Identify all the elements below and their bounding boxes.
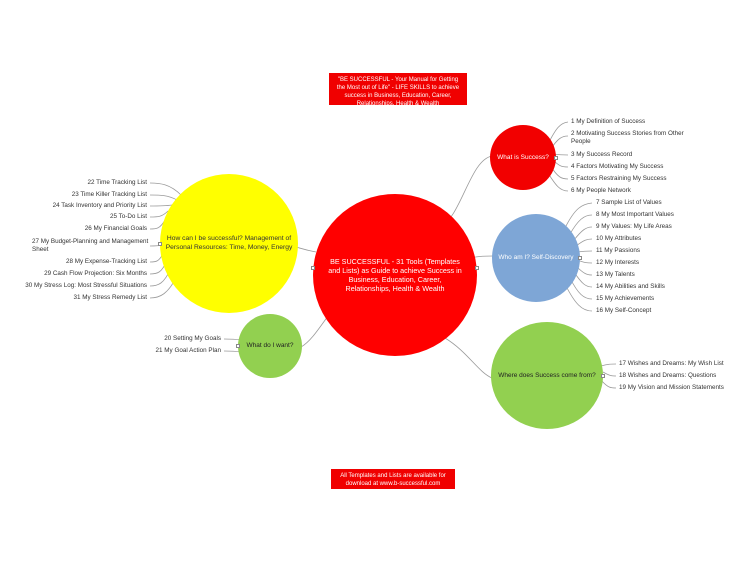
- list-item[interactable]: 5 Factors Restraining My Success: [571, 175, 667, 182]
- list-item[interactable]: 22 Time Tracking List: [87, 179, 148, 186]
- list-item[interactable]: 11 My Passions: [596, 247, 640, 254]
- list-item[interactable]: 16 My Self-Concept: [596, 307, 652, 314]
- footer-banner: All Templates and Lists are available fo…: [331, 469, 455, 489]
- list-item[interactable]: 15 My Achievements: [596, 295, 655, 302]
- list-item[interactable]: 2 Motivating Success Stories from Other …: [571, 130, 684, 145]
- list-item[interactable]: 13 My Talents: [596, 271, 635, 278]
- topic-what-do-i-want[interactable]: What do I want?: [238, 314, 302, 378]
- topic-where-does-success-come-from-label: Where does Success come from?: [498, 371, 596, 379]
- center-topic-label: BE SUCCESSFUL - 31 Tools (Templates and …: [328, 257, 462, 293]
- collapse-toggle-who-am-i[interactable]: [578, 256, 582, 260]
- topic-what-do-i-want-label: What do I want?: [246, 342, 294, 349]
- collapse-toggle-what-do-i-want[interactable]: [236, 344, 240, 348]
- list-item[interactable]: 25 To-Do List: [110, 213, 147, 220]
- list-item[interactable]: 27 My Budget-Planning and Management She…: [32, 238, 149, 253]
- list-item[interactable]: 19 My Vision and Mission Statements: [619, 384, 724, 391]
- list-item[interactable]: 29 Cash Flow Projection: Six Months: [44, 270, 147, 277]
- connector-growth-leaves: [600, 363, 617, 389]
- center-topic[interactable]: BE SUCCESSFUL - 31 Tools (Templates and …: [313, 194, 477, 356]
- list-item[interactable]: 31 My Stress Remedy List: [73, 294, 148, 301]
- list-item[interactable]: 14 My Abilities and Skills: [596, 283, 665, 290]
- connector-center-want: [300, 315, 329, 348]
- list-item[interactable]: 23 Time Killer Tracking List: [71, 191, 147, 198]
- topic-what-is-success-label: What is Success?: [497, 153, 549, 161]
- list-item[interactable]: 7 Sample List of Values: [596, 199, 662, 206]
- collapse-toggle-center-right[interactable]: [475, 266, 479, 270]
- list-item[interactable]: 10 My Attributes: [596, 235, 642, 242]
- list-item[interactable]: 21 My Goal Action Plan: [155, 347, 221, 354]
- topic-how-can-i-be-successful[interactable]: How can I be successful? Management of P…: [160, 174, 298, 313]
- list-item[interactable]: 26 My Financial Goals: [84, 225, 147, 232]
- topic-who-am-i[interactable]: Who am I? Self-Discovery: [492, 214, 580, 302]
- connector-center-growth: [444, 337, 493, 379]
- list-item[interactable]: 28 My Expense-Tracking List: [66, 258, 147, 265]
- list-item[interactable]: 3 My Success Record: [571, 151, 633, 158]
- collapse-toggle-how-can-i[interactable]: [158, 242, 162, 246]
- list-item[interactable]: 1 My Definition of Success: [571, 118, 646, 125]
- list-item[interactable]: 20 Setting My Goals: [164, 335, 221, 342]
- topic-where-does-success-come-from[interactable]: Where does Success come from?: [491, 322, 603, 429]
- topic-what-is-success[interactable]: What is Success?: [490, 125, 556, 190]
- connector-center-resources: [295, 246, 317, 253]
- collapse-toggle-where-from[interactable]: [601, 374, 605, 378]
- list-item[interactable]: 12 My Interests: [596, 259, 640, 266]
- collapse-toggle-center-left[interactable]: [311, 266, 315, 270]
- header-banner: "BE SUCCESSFUL - Your Manual for Getting…: [329, 73, 467, 107]
- list-item[interactable]: 6 My People Network: [571, 187, 631, 194]
- topic-who-am-i-label: Who am I? Self-Discovery: [498, 254, 574, 261]
- list-item[interactable]: 17 Wishes and Dreams: My Wish List: [619, 360, 724, 367]
- list-item[interactable]: 8 My Most Important Values: [596, 211, 674, 218]
- list-item[interactable]: 4 Factors Motivating My Success: [571, 163, 664, 170]
- collapse-toggle-what-is-success[interactable]: [554, 156, 558, 160]
- list-item[interactable]: 9 My Values: My Life Areas: [596, 223, 672, 230]
- topic-how-can-i-be-successful-label: How can I be successful? Management of P…: [165, 235, 293, 251]
- list-item[interactable]: 18 Wishes and Dreams: Questions: [619, 372, 717, 379]
- list-item[interactable]: 24 Task Inventory and Priority List: [52, 202, 147, 209]
- list-item[interactable]: 30 My Stress Log: Most Stressful Situati…: [25, 282, 147, 289]
